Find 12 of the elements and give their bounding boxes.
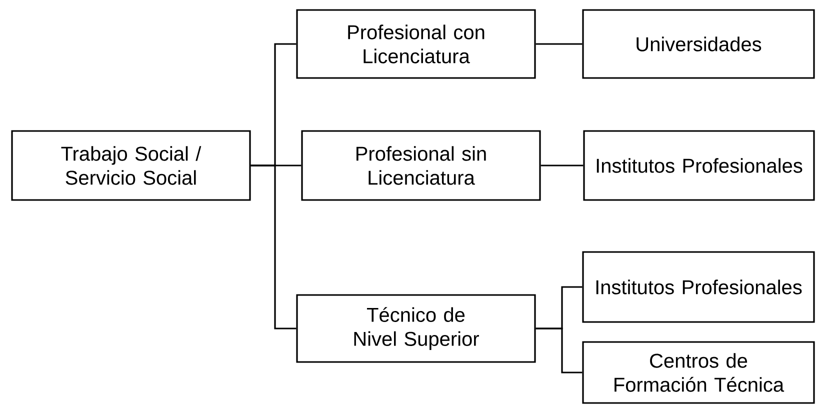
text-box: Técnico de Nivel Superior (296, 294, 536, 363)
text-box: Trabajo Social / Servicio Social (11, 130, 251, 201)
text-box: Centros de Formación Técnica (582, 341, 815, 404)
text-box: Profesional con Licenciatura (296, 9, 536, 79)
text-box: Profesional sin Licenciatura (301, 130, 541, 201)
text-box: Institutos Profesionales (582, 251, 815, 323)
text-box: Institutos Profesionales (583, 130, 815, 201)
connector-line (536, 43, 582, 45)
connector-line (250, 164, 296, 330)
text-box: Universidades (582, 9, 815, 79)
connector-line (540, 164, 584, 166)
connector-line (536, 328, 582, 374)
